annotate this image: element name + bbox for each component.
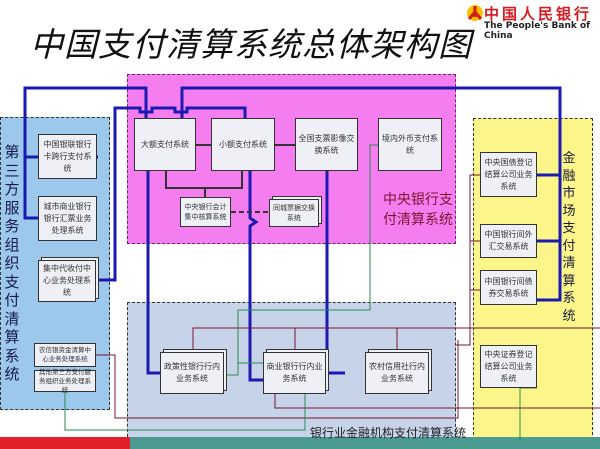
interbank-bond-box: 中国银行间债券交易系统 <box>480 270 537 305</box>
third-party-label: 第三方服务组织支付清算系统 <box>4 143 20 383</box>
hvps-box: 大额支付系统 <box>134 118 196 171</box>
bottom-teal-bar <box>130 437 600 449</box>
banking-label: 银行业金融机构支付清算系统 <box>310 426 467 440</box>
cheque-image-box: 全国支票影像交换系统 <box>295 118 358 171</box>
other-third-party-box: 其他第三方支付服务组织业务处理系统 <box>34 368 96 394</box>
beps-box: 小额支付系统 <box>211 118 275 171</box>
logo-text-cn: 中国人民银行 <box>484 5 593 23</box>
logo-text-en: The People's Bank of China <box>484 21 591 41</box>
rural-credit-clearing-box: 农信银资金清算中心业务处理系统 <box>34 343 96 367</box>
unionpay-system-box: 中国银联银行卡跨行支付系统 <box>38 134 97 179</box>
bottom-red-bar <box>0 437 130 449</box>
clearing-house-box: 同城票据交换系统 <box>269 199 319 227</box>
central-bank-label: 中央银行支付清算系统 <box>383 192 453 228</box>
policy-bank-box: 政策性银行行内业务系统 <box>160 352 224 394</box>
commercial-bank-box: 商业银行行内业务系统 <box>263 352 326 394</box>
foreign-currency-box: 境内外币支付系统 <box>378 118 442 171</box>
collection-center-system-box: 集中代收付中心业务处理系统 <box>38 260 96 302</box>
pboc-emblem-icon <box>467 5 483 21</box>
accounting-system-box: 中央银行会计集中核算系统 <box>180 197 231 227</box>
financial-market-label: 金融市场支付清算系统 <box>562 151 576 324</box>
city-commercial-bank-system-box: 城市商业银行银行汇票业务处理系统 <box>38 196 97 241</box>
csdc-box: 中央证券登记结算公司业务系统 <box>480 345 537 388</box>
rural-credit-coop-box: 农村信用社行内业务系统 <box>365 352 429 394</box>
cfets-fx-box: 中国银行间外汇交易系统 <box>480 224 537 258</box>
page-title: 中国支付清算系统总体架构图 <box>30 25 472 64</box>
ccdc-box: 中央国债登记结算公司业务系统 <box>480 152 537 197</box>
